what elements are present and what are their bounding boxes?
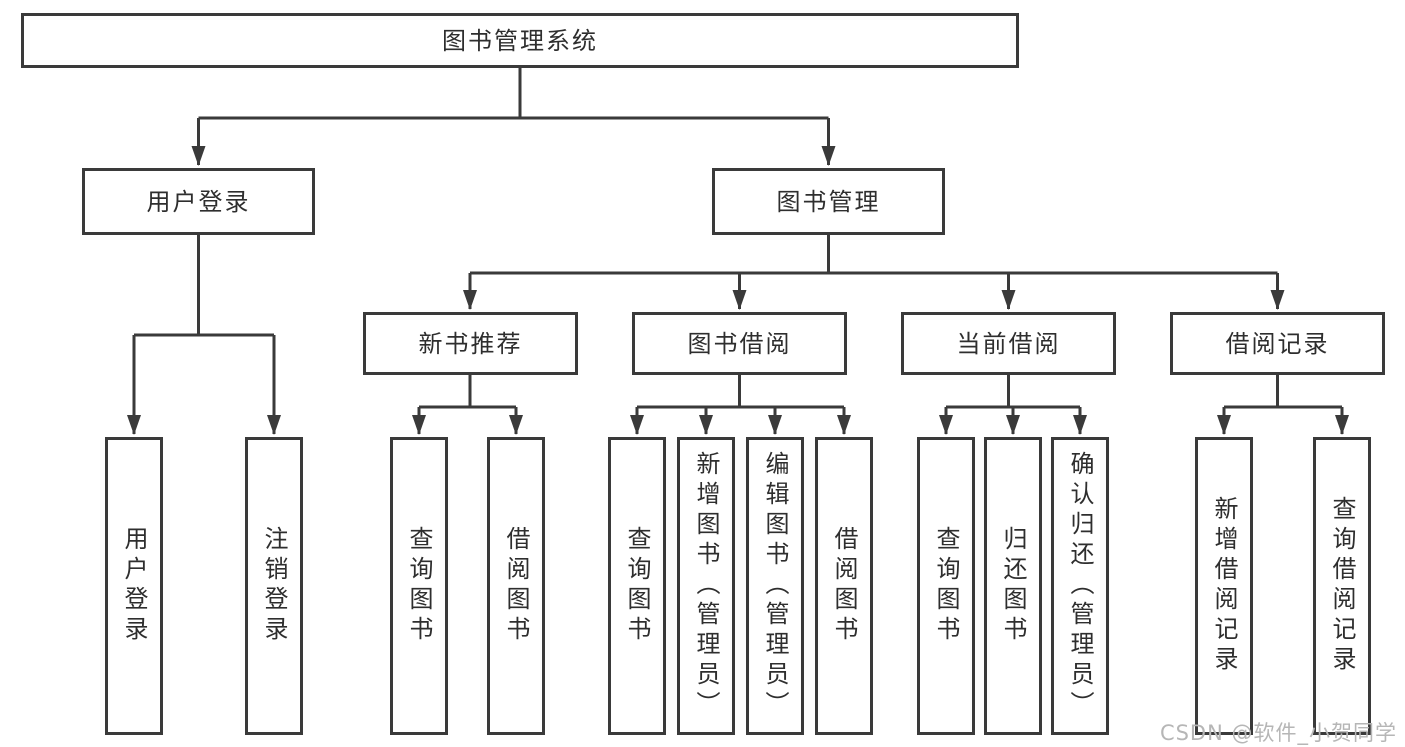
node-current-borrow: 当前借阅 bbox=[901, 312, 1116, 375]
leaf-logout: 注销登录 bbox=[245, 437, 303, 735]
leaf-add-borrow-record: 新增借阅记录 bbox=[1195, 437, 1253, 735]
leaf-add-book-admin: 新增图书（管理员） bbox=[677, 437, 735, 735]
leaf-query-borrow-record: 查询借阅记录 bbox=[1313, 437, 1371, 735]
leaf-query-book-borrow: 查询图书 bbox=[608, 437, 666, 735]
node-root: 图书管理系统 bbox=[21, 13, 1019, 68]
leaf-edit-book-admin: 编辑图书（管理员） bbox=[746, 437, 804, 735]
node-user-login: 用户登录 bbox=[82, 168, 315, 235]
leaf-confirm-return-admin: 确认归还（管理员） bbox=[1051, 437, 1109, 735]
leaf-return-book: 归还图书 bbox=[984, 437, 1042, 735]
node-new-book-recommend: 新书推荐 bbox=[363, 312, 578, 375]
leaf-user-login: 用户登录 bbox=[105, 437, 163, 735]
node-book-management: 图书管理 bbox=[712, 168, 945, 235]
csdn-watermark: CSDN @软件_小贺同学 bbox=[1159, 721, 1397, 745]
node-borrow-records: 借阅记录 bbox=[1170, 312, 1385, 375]
leaf-borrow-book-borrow: 借阅图书 bbox=[815, 437, 873, 735]
leaf-borrow-book-newrec: 借阅图书 bbox=[487, 437, 545, 735]
leaf-query-book-newrec: 查询图书 bbox=[390, 437, 448, 735]
node-book-borrow: 图书借阅 bbox=[632, 312, 847, 375]
leaf-query-book-current: 查询图书 bbox=[917, 437, 975, 735]
